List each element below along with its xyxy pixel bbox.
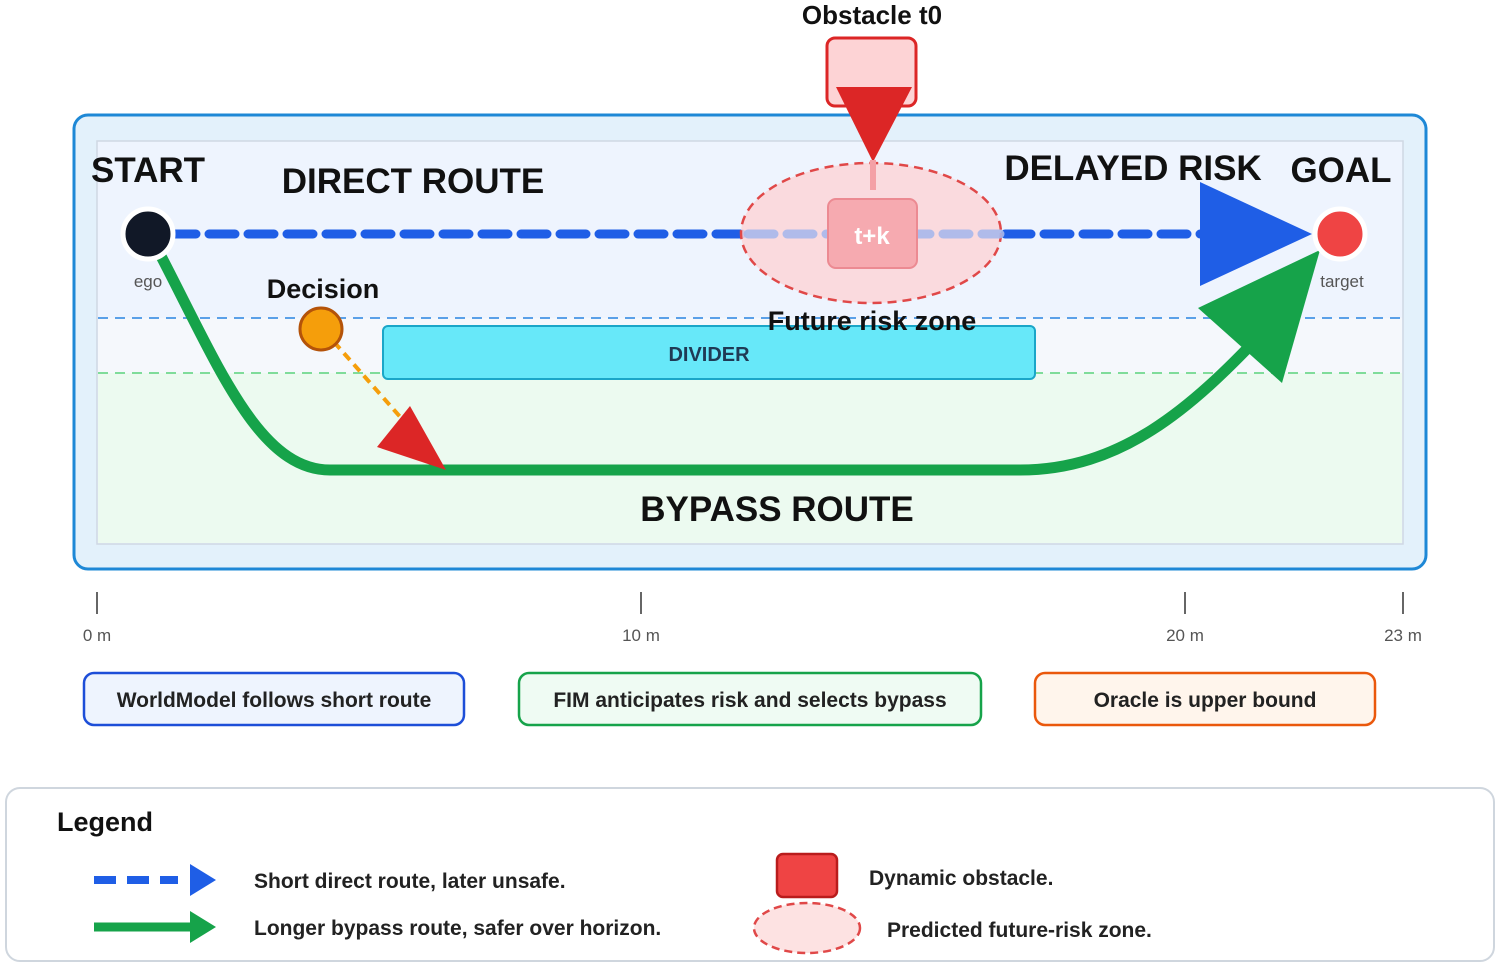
legend-risk-zone-swatch bbox=[752, 901, 862, 955]
divider-label: DIVIDER bbox=[668, 344, 750, 366]
target-label: target bbox=[1320, 272, 1364, 291]
delayed-risk-label: DELAYED RISK bbox=[1004, 149, 1261, 188]
divider-block bbox=[382, 325, 1036, 380]
bypass-route-line bbox=[156, 252, 1271, 476]
bypass-route-label: BYPASS ROUTE bbox=[640, 490, 914, 529]
summary-worldmodel-box bbox=[82, 671, 466, 727]
obstacle-t0-label: Obstacle t0 bbox=[802, 0, 942, 30]
scale-label-0: 0 m bbox=[83, 626, 111, 645]
legend-bypass-text: Longer bypass route, safer over horizon. bbox=[254, 917, 661, 940]
decision-label: Decision bbox=[267, 274, 380, 304]
goal-label: GOAL bbox=[1290, 151, 1391, 190]
direct-route-arrowhead bbox=[1200, 182, 1312, 286]
legend-direct-text: Short direct route, later unsafe. bbox=[254, 870, 566, 893]
ego-label: ego bbox=[134, 272, 162, 291]
legend-title: Legend bbox=[57, 807, 153, 837]
future-obstacle-label: t+k bbox=[854, 223, 890, 250]
legend-box bbox=[5, 787, 1495, 962]
legend-risk-zone-text: Predicted future-risk zone. bbox=[887, 919, 1152, 942]
summary-fim-text: FIM anticipates risk and selects bypass bbox=[553, 689, 946, 712]
legend-direct-arrowhead bbox=[190, 864, 216, 896]
scale-label-20: 20 m bbox=[1166, 626, 1204, 645]
future-risk-zone-label: Future risk zone bbox=[768, 306, 977, 336]
start-node bbox=[120, 206, 176, 262]
legend-obstacle-text: Dynamic obstacle. bbox=[869, 867, 1053, 890]
decision-arrow-line bbox=[332, 340, 412, 430]
scale-label-23: 23 m bbox=[1384, 626, 1422, 645]
scale-label-10: 10 m bbox=[622, 626, 660, 645]
summary-oracle-text: Oracle is upper bound bbox=[1094, 689, 1317, 712]
legend-obstacle-swatch bbox=[775, 852, 839, 899]
start-label: START bbox=[91, 151, 205, 190]
decision-arrowhead bbox=[377, 406, 446, 470]
obstacle-motion-arrow bbox=[836, 87, 912, 162]
summary-worldmodel-text: WorldModel follows short route bbox=[117, 689, 432, 712]
direct-route-label: DIRECT ROUTE bbox=[282, 162, 545, 201]
bypass-route-arrowhead bbox=[1198, 250, 1320, 383]
summary-oracle-box bbox=[1033, 671, 1377, 727]
distance-scale: 0 m 10 m 20 m 23 m bbox=[83, 592, 1422, 645]
legend-bypass-arrowhead bbox=[190, 911, 216, 943]
future-obstacle bbox=[827, 198, 918, 269]
decision-point bbox=[298, 306, 344, 352]
summary-fim-box bbox=[517, 671, 983, 727]
goal-node bbox=[1312, 206, 1368, 262]
